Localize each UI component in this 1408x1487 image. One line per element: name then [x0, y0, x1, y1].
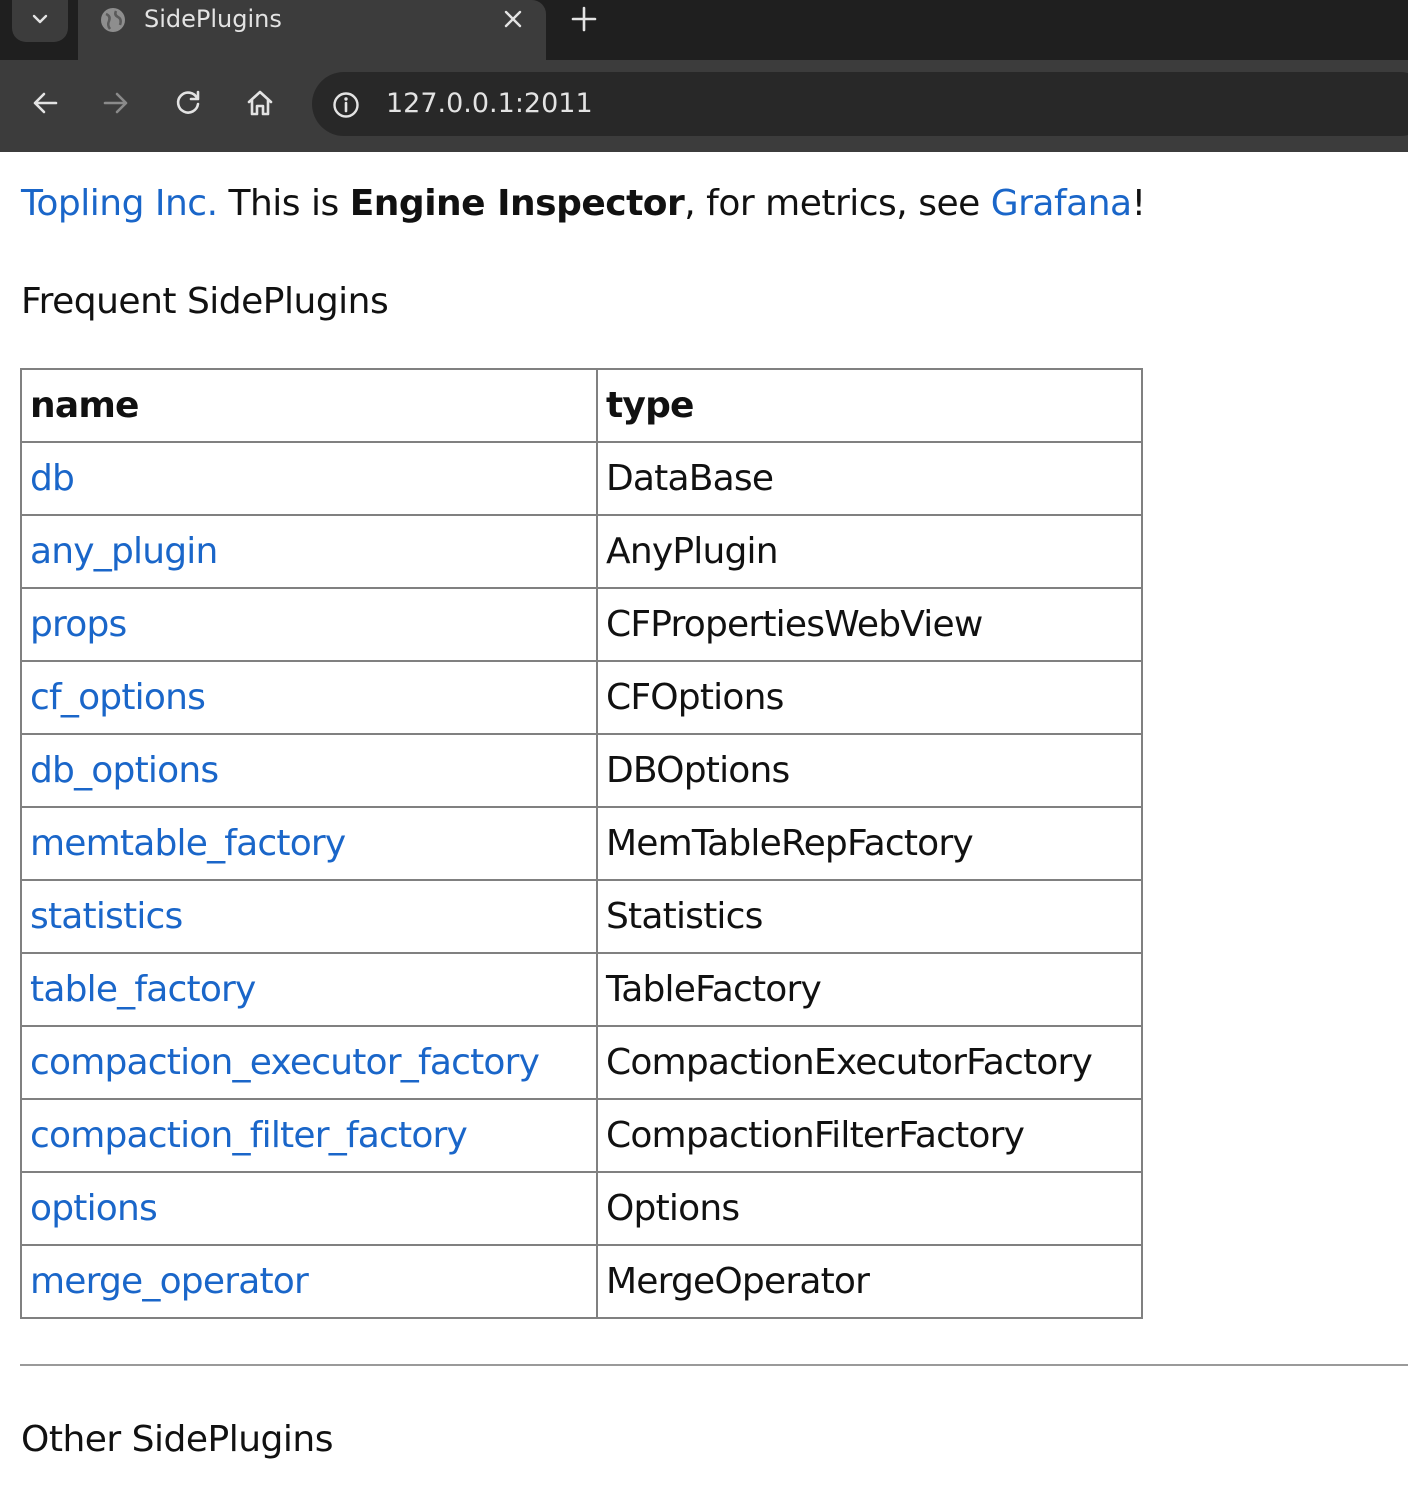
grafana-link[interactable]: Grafana [990, 183, 1132, 224]
type-cell: TableFactory [596, 952, 1143, 1027]
type-cell: CFOptions [596, 660, 1143, 735]
other-sideplugins-heading: Other SidePlugins [21, 1419, 333, 1460]
tab-title: SidePlugins [144, 5, 282, 33]
intro-line: Topling Inc. This is Engine Inspector, f… [21, 180, 1146, 228]
name-cell: db_options [20, 733, 598, 808]
type-cell: CompactionFilterFactory [596, 1098, 1143, 1173]
page-content: Topling Inc. This is Engine Inspector, f… [0, 152, 1408, 1487]
type-cell: CFPropertiesWebView [596, 587, 1143, 662]
plugin-link-memtable-factory[interactable]: memtable_factory [30, 823, 346, 864]
home-icon[interactable] [245, 88, 275, 118]
type-cell: DataBase [596, 441, 1143, 516]
intro-text-2: , for metrics, see [684, 183, 991, 224]
plugin-link-db[interactable]: db [30, 458, 75, 499]
plugin-link-compaction-filter-factory[interactable]: compaction_filter_factory [30, 1115, 468, 1156]
frequent-sideplugins-heading: Frequent SidePlugins [21, 281, 389, 322]
active-tab[interactable]: SidePlugins [78, 0, 546, 60]
plugin-link-cf-options[interactable]: cf_options [30, 677, 206, 718]
browser-toolbar: 127.0.0.1:2011 [0, 60, 1408, 152]
name-cell: memtable_factory [20, 806, 598, 881]
tab-search-button[interactable] [12, 0, 68, 42]
table-row: props CFPropertiesWebView [20, 587, 1143, 662]
type-cell: CompactionExecutorFactory [596, 1025, 1143, 1100]
table-row: any_plugin AnyPlugin [20, 514, 1143, 589]
close-icon[interactable] [502, 8, 524, 30]
type-cell: Statistics [596, 879, 1143, 954]
browser-tab-strip: SidePlugins [0, 0, 1408, 60]
table-row: options Options [20, 1171, 1143, 1246]
intro-text-3: ! [1131, 183, 1146, 224]
plus-icon[interactable] [571, 6, 597, 32]
plugins-table: name type db DataBase any_plugin AnyPlug… [20, 368, 1143, 1319]
info-icon[interactable] [332, 91, 360, 119]
name-cell: merge_operator [20, 1244, 598, 1319]
arrow-right-icon[interactable] [101, 88, 131, 118]
table-row: db DataBase [20, 441, 1143, 516]
table-row: memtable_factory MemTableRepFactory [20, 806, 1143, 881]
type-cell: Options [596, 1171, 1143, 1246]
table-row: db_options DBOptions [20, 733, 1143, 808]
type-cell: DBOptions [596, 733, 1143, 808]
plugin-link-db-options[interactable]: db_options [30, 750, 219, 791]
name-cell: options [20, 1171, 598, 1246]
name-cell: statistics [20, 879, 598, 954]
topling-link[interactable]: Topling Inc. [21, 183, 218, 224]
globe-icon [101, 8, 125, 32]
table-row: statistics Statistics [20, 879, 1143, 954]
plugin-link-any-plugin[interactable]: any_plugin [30, 531, 218, 572]
type-cell: AnyPlugin [596, 514, 1143, 589]
plugin-link-merge-operator[interactable]: merge_operator [30, 1261, 309, 1302]
table-header-row: name type [20, 368, 1143, 443]
name-cell: cf_options [20, 660, 598, 735]
plugin-link-options[interactable]: options [30, 1188, 158, 1229]
arrow-left-icon[interactable] [30, 88, 60, 118]
name-cell: compaction_executor_factory [20, 1025, 598, 1100]
type-cell: MergeOperator [596, 1244, 1143, 1319]
plugin-link-props[interactable]: props [30, 604, 127, 645]
name-cell: table_factory [20, 952, 598, 1027]
intro-text-1: This is [217, 183, 350, 224]
column-header-type: type [596, 368, 1143, 443]
address-bar[interactable]: 127.0.0.1:2011 [312, 72, 1408, 136]
name-cell: compaction_filter_factory [20, 1098, 598, 1173]
table-row: table_factory TableFactory [20, 952, 1143, 1027]
name-cell: props [20, 587, 598, 662]
url-text[interactable]: 127.0.0.1:2011 [386, 88, 593, 119]
column-header-name: name [20, 368, 598, 443]
chevron-down-icon [32, 14, 48, 24]
table-row: compaction_filter_factory CompactionFilt… [20, 1098, 1143, 1173]
product-name: Engine Inspector [349, 183, 685, 224]
name-cell: db [20, 441, 598, 516]
reload-icon[interactable] [173, 88, 203, 118]
table-row: merge_operator MergeOperator [20, 1244, 1143, 1319]
plugin-link-table-factory[interactable]: table_factory [30, 969, 256, 1010]
plugin-link-compaction-executor-factory[interactable]: compaction_executor_factory [30, 1042, 540, 1083]
table-row: cf_options CFOptions [20, 660, 1143, 735]
plugin-link-statistics[interactable]: statistics [30, 896, 183, 937]
type-cell: MemTableRepFactory [596, 806, 1143, 881]
name-cell: any_plugin [20, 514, 598, 589]
horizontal-rule [20, 1364, 1408, 1366]
table-row: compaction_executor_factory CompactionEx… [20, 1025, 1143, 1100]
